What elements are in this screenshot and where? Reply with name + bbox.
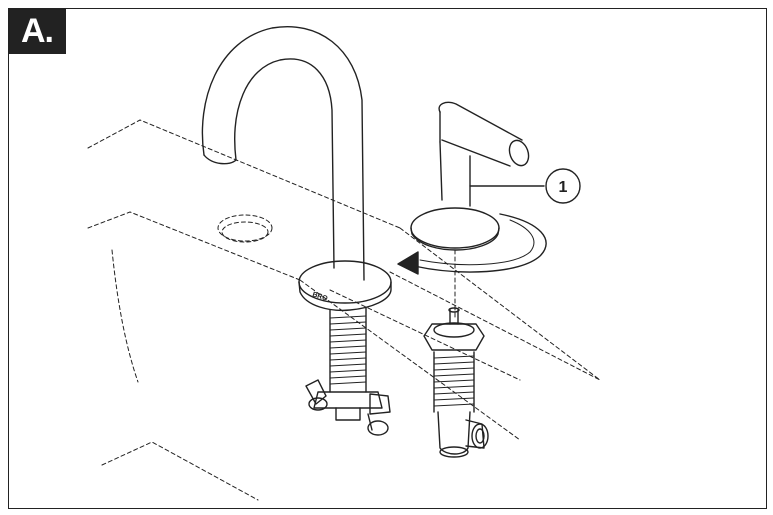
valve-threads bbox=[433, 355, 475, 407]
callout-1-number: 1 bbox=[559, 179, 568, 196]
spout-shank-threads bbox=[329, 315, 367, 385]
valve-body bbox=[423, 307, 485, 413]
panel-border bbox=[8, 8, 767, 509]
callout-1-circle bbox=[545, 168, 581, 204]
countertop-outline bbox=[87, 119, 601, 501]
mounting-hole bbox=[217, 214, 273, 243]
faucet-spout bbox=[201, 26, 392, 393]
valve-outlet bbox=[437, 411, 489, 458]
faucet-handle bbox=[410, 101, 530, 251]
step-label: A. bbox=[8, 8, 66, 54]
base-marking: BRO bbox=[311, 291, 328, 303]
spout-mount-fitting bbox=[305, 379, 391, 436]
rotation-arrow-icon bbox=[397, 213, 547, 275]
